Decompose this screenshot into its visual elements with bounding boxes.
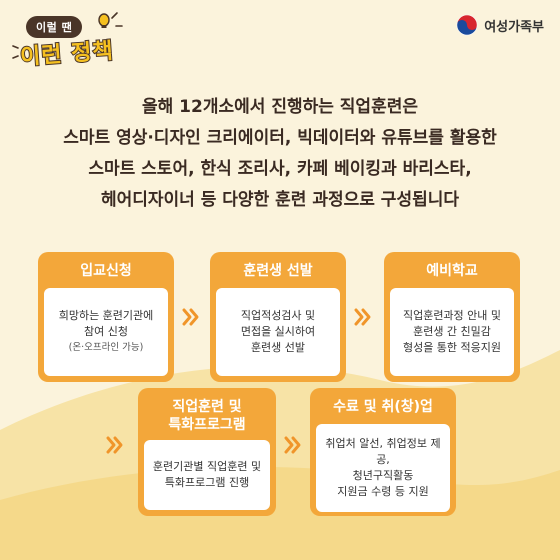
step-text: 특화프로그램 진행 <box>164 476 250 489</box>
sparkle-icon <box>12 12 123 59</box>
step-body: 희망하는 훈련기관에 참여 신청 (온·오프라인 가능) <box>44 288 168 376</box>
step-body: 직업적성검사 및 면접을 실시하여 훈련생 선발 <box>216 288 340 376</box>
chevron-right-icon <box>352 306 374 328</box>
step-text: 직업적성검사 및 <box>240 309 316 322</box>
ministry-name: 여성가족부 <box>484 19 544 35</box>
series-badge: 이럴 땐 이런 정책 <box>12 8 124 74</box>
chevron-right-icon <box>104 434 126 456</box>
step-text: 참여 신청 <box>84 325 128 338</box>
step-text: 직업훈련과정 안내 및 <box>402 309 502 322</box>
step-card-selection: 훈련생 선발 직업적성검사 및 면접을 실시하여 훈련생 선발 <box>210 252 346 382</box>
step-body: 훈련기관별 직업훈련 및 특화프로그램 진행 <box>144 440 270 510</box>
badge-title: 이런 정책 <box>18 38 115 71</box>
step-card-training: 직업훈련 및 특화프로그램 훈련기관별 직업훈련 및 특화프로그램 진행 <box>138 388 276 516</box>
step-text: 희망하는 훈련기관에 <box>58 309 154 322</box>
step-title: 훈련생 선발 <box>243 263 313 279</box>
step-title-line: 특화프로그램 <box>168 417 246 433</box>
step-text: 면접을 실시하여 <box>240 325 316 338</box>
step-title: 입교신청 <box>80 263 132 279</box>
badge-subtitle: 이럴 땐 <box>26 16 83 38</box>
step-card-completion: 수료 및 취(창)업 취업처 알선, 취업정보 제공, 청년구직활동 지원금 수… <box>310 388 456 516</box>
step-card-apply: 입교신청 희망하는 훈련기관에 참여 신청 (온·오프라인 가능) <box>38 252 174 382</box>
step-title: 직업훈련 및 특화프로그램 <box>144 394 270 440</box>
intro-line: 헤어디자이너 등 다양한 훈련 과정으로 구성됩니다 <box>100 190 460 210</box>
step-card-preschool: 예비학교 직업훈련과정 안내 및 훈련생 간 친밀감 형성을 통한 적응지원 <box>384 252 520 382</box>
step-title: 예비학교 <box>426 263 478 279</box>
step-title-line: 직업훈련 및 <box>172 399 242 415</box>
chevron-right-icon <box>180 306 202 328</box>
step-title: 수료 및 취(창)업 <box>333 399 433 415</box>
step-text: 훈련생 선발 <box>250 341 306 354</box>
chevron-right-icon <box>282 434 304 456</box>
step-note: (온·오프라인 가능) <box>68 342 144 353</box>
intro-line: 올해 12개소에서 진행하는 직업훈련은 <box>141 97 418 117</box>
step-text: 청년구직활동 <box>352 469 414 482</box>
intro-paragraph: 올해 12개소에서 진행하는 직업훈련은 스마트 영상·디자인 크리에이터, 빅… <box>40 92 520 216</box>
taegeuk-logo-icon <box>456 14 478 36</box>
intro-line: 스마트 스토어, 한식 조리사, 카페 베이킹과 바리스타, <box>88 159 472 179</box>
step-text: 지원금 수령 등 지원 <box>337 485 429 498</box>
step-text: 형성을 통한 적응지원 <box>402 341 502 354</box>
intro-line: 스마트 영상·디자인 크리에이터, 빅데이터와 유튜브를 활용한 <box>63 128 497 148</box>
step-text: 훈련기관별 직업훈련 및 <box>152 460 262 473</box>
ministry-logo: 여성가족부 <box>456 14 544 36</box>
step-text: 취업처 알선, 취업정보 제공, <box>325 437 441 466</box>
step-body: 직업훈련과정 안내 및 훈련생 간 친밀감 형성을 통한 적응지원 <box>390 288 514 376</box>
step-text: 훈련생 간 친밀감 <box>413 325 491 338</box>
step-body: 취업처 알선, 취업정보 제공, 청년구직활동 지원금 수령 등 지원 <box>316 424 450 512</box>
